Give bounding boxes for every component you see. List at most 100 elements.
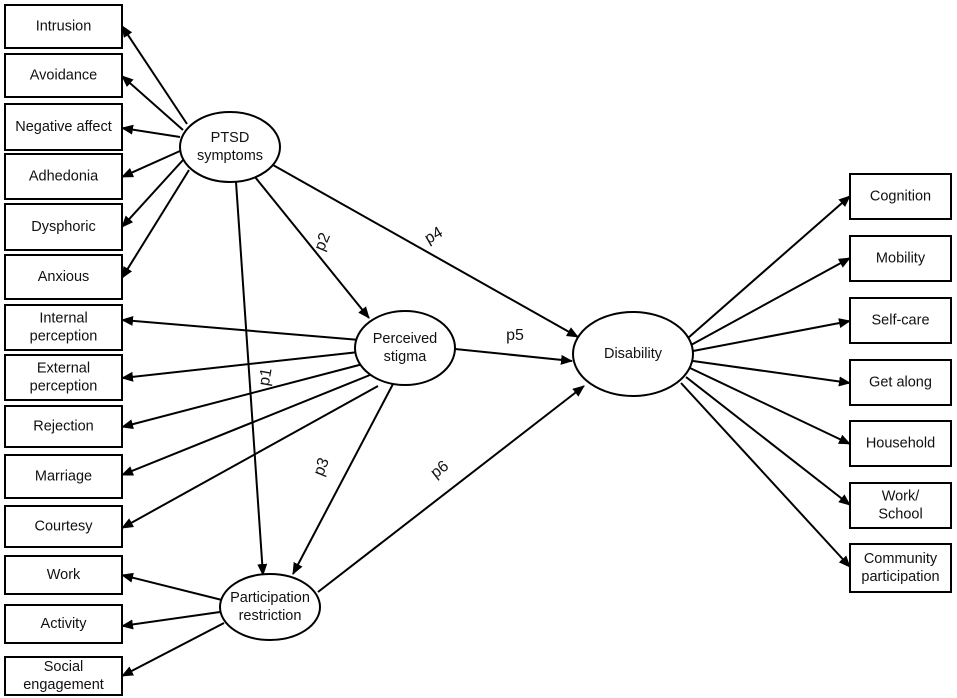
path-label-p2: p2 (311, 230, 334, 253)
indicator-box-community: Community participation (849, 543, 952, 593)
box-shape (849, 482, 952, 529)
indicator-box-negative-affect: Negative affect (4, 103, 123, 151)
latent-node-disability: Disability (572, 311, 694, 397)
box-shape (4, 354, 123, 401)
box-shape (849, 173, 952, 220)
edge-disability-to-household (689, 367, 851, 445)
edge-participation-to-social-engagement (121, 622, 225, 677)
edge-stigma-to-disability (454, 348, 573, 365)
oval-shape (354, 310, 456, 386)
indicator-box-cognition: Cognition (849, 173, 952, 220)
edge-participation-to-work (121, 572, 223, 601)
node-label-external-perception-line-1: External (37, 360, 90, 376)
node-label-work-school-line-2: School (878, 506, 922, 522)
indicator-box-activity: Activity (4, 604, 123, 644)
node-label-dysphoric-line-1: Dysphoric (31, 219, 95, 235)
node-label-rejection-line-1: Rejection (33, 418, 93, 434)
indicator-box-get-along: Get along (849, 359, 952, 406)
box-shape (849, 297, 952, 344)
box-shape (4, 405, 123, 448)
box-shape (849, 359, 952, 406)
edge-ptsd-to-anxious (121, 169, 190, 279)
edge-stigma-to-internal-perception (121, 315, 361, 341)
node-label-anxious-line-1: Anxious (38, 269, 90, 285)
path-label-p3: p3 (311, 455, 333, 478)
indicator-box-household: Household (849, 420, 952, 467)
box-shape (4, 254, 123, 300)
edge-stigma-to-courtesy (121, 385, 379, 529)
node-label-household-line-1: Household (866, 435, 935, 451)
indicator-box-dysphoric: Dysphoric (4, 203, 123, 251)
box-shape (4, 304, 123, 351)
oval-shape (219, 573, 321, 641)
indicator-box-rejection: Rejection (4, 405, 123, 448)
indicator-box-intrusion: Intrusion (4, 4, 123, 49)
node-label-external-perception-line-2: perception (30, 378, 98, 394)
box-shape (4, 555, 123, 595)
edge-stigma-to-rejection (121, 363, 364, 430)
node-label-social-engagement-line-1: Social (44, 659, 84, 675)
node-label-self-care-line-1: Self-care (871, 312, 929, 328)
box-shape (4, 604, 123, 644)
node-label-cognition-line-1: Cognition (870, 188, 931, 204)
indicator-box-adhedonia: Adhedonia (4, 153, 123, 200)
oval-shape (572, 311, 694, 397)
edge-disability-to-self-care (692, 318, 851, 352)
node-label-community-line-1: Community (864, 551, 938, 567)
node-label-disability-line-1: Disability (604, 346, 663, 362)
edge-stigma-to-external-perception (121, 351, 360, 382)
box-shape (4, 103, 123, 151)
latent-node-stigma: Perceived stigma (354, 310, 456, 386)
edge-stigma-to-participation (292, 383, 394, 575)
box-shape (4, 454, 123, 499)
node-label-stigma-line-1: Perceived (373, 331, 437, 347)
node-label-work-line-1: Work (47, 567, 81, 583)
node-label-community-line-2: participation (861, 569, 939, 585)
node-label-marriage-line-1: Marriage (35, 468, 92, 484)
edge-ptsd-to-dysphoric (121, 159, 184, 228)
edge-stigma-to-marriage (121, 374, 371, 476)
path-label-p6: p6 (428, 458, 453, 482)
indicator-box-marriage: Marriage (4, 454, 123, 499)
edge-disability-to-community (680, 382, 851, 568)
box-shape (849, 543, 952, 593)
box-shape (4, 203, 123, 251)
node-label-participation-line-2: restriction (239, 608, 302, 624)
box-shape (4, 153, 123, 200)
edge-ptsd-to-participation (235, 181, 268, 576)
edge-ptsd-to-adhedonia (121, 150, 181, 178)
box-shape (4, 505, 123, 548)
edge-ptsd-to-intrusion (121, 25, 188, 125)
node-label-adhedonia-line-1: Adhedonia (29, 168, 99, 184)
node-label-ptsd-line-2: symptoms (197, 148, 263, 164)
box-shape (4, 53, 123, 98)
indicator-box-anxious: Anxious (4, 254, 123, 300)
edge-disability-to-mobility (690, 257, 851, 346)
box-shape (849, 420, 952, 467)
box-shape (4, 656, 123, 696)
box-shape (849, 235, 952, 282)
edge-disability-to-work-school (685, 376, 851, 506)
edge-participation-to-activity (121, 611, 221, 630)
node-label-intrusion-line-1: Intrusion (36, 18, 92, 34)
indicator-box-social-engagement: Social engagement (4, 656, 123, 696)
edges-layer (121, 25, 851, 677)
node-label-avoidance-line-1: Avoidance (30, 67, 97, 83)
node-label-courtesy-line-1: Courtesy (34, 518, 93, 534)
path-label-p5: p5 (506, 327, 524, 344)
node-label-stigma-line-2: stigma (384, 349, 428, 365)
node-label-social-engagement-line-2: engagement (23, 677, 104, 693)
edge-disability-to-get-along (692, 360, 851, 387)
indicator-box-mobility: Mobility (849, 235, 952, 282)
indicator-box-work: Work (4, 555, 123, 595)
indicator-box-courtesy: Courtesy (4, 505, 123, 548)
node-label-get-along-line-1: Get along (869, 374, 932, 390)
node-label-ptsd-line-1: PTSD (211, 130, 250, 146)
path-label-p1: p1 (256, 367, 276, 388)
box-shape (4, 4, 123, 49)
